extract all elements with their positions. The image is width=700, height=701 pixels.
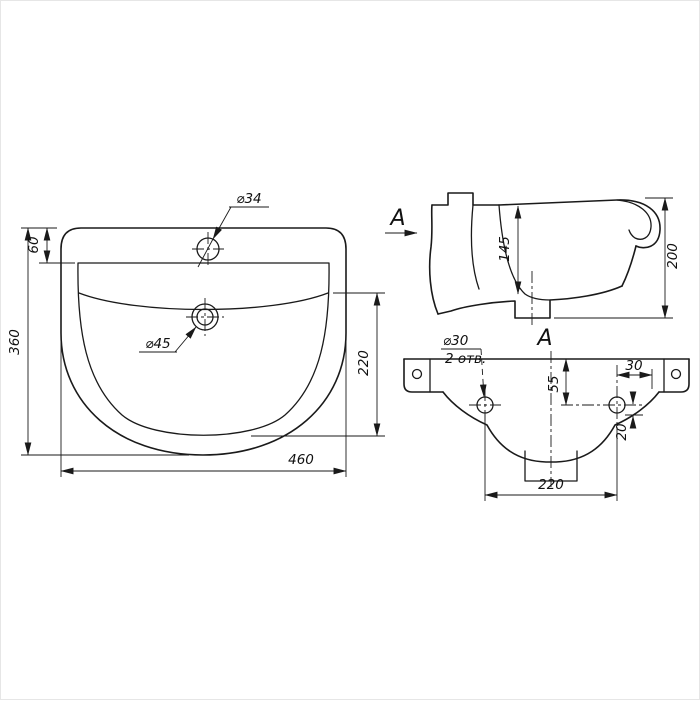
drain-dia-leader [174,326,197,353]
hole-bottom-dim-label: 20 [614,423,630,440]
mount-hole-leader [479,348,487,398]
left-tab-screw-hole [411,368,423,380]
faucet-dia-label: ⌀34 [236,191,261,207]
drain-dia-label: ⌀45 [145,336,170,352]
front-view: A ⌀30 2 отв. 55 30 20 [403,326,690,501]
hole-spacing-dim-label: 220 [538,477,564,493]
section-title-label: A [535,326,552,351]
plan-basin-shelf-curve [78,292,329,311]
faucet-dia-leader [212,206,232,240]
plan-outer-outline [60,227,347,456]
right-tab-screw-hole [670,368,682,380]
side-front-apron [621,245,637,287]
width-dim-label: 460 [288,452,314,468]
side-height-label: 200 [665,243,681,269]
mount-hole-qty-label: 2 отв. [445,351,486,367]
front-right-tab-edge [658,358,690,393]
view-direction-label: A [388,206,405,231]
side-back-wall-inner-line [470,204,480,290]
drain-hole-centerlines [186,298,224,336]
side-rim-front-curl [498,199,661,249]
rim-offset-label: 60 [26,236,42,253]
depth-dim-label: 360 [7,329,23,355]
side-view: 145 200 A [385,192,681,328]
side-bottom-and-drain-boss [437,285,623,319]
plan-view: ⌀34 ⌀45 360 60 220 460 [7,191,385,477]
side-back-top-edge [431,192,500,206]
side-back-wall-edge [428,204,439,315]
hole-edge-dim-label: 30 [625,358,642,374]
hole-top-dim-label: 55 [546,375,562,392]
basin-dim-label: 220 [356,350,372,376]
side-inner-height-label: 145 [497,236,513,262]
faucet-dia-leader-through [197,238,214,268]
side-basin-inner-curve [498,204,551,301]
side-inner-rim-curl [616,199,652,240]
plan-inner-rim-outline [77,262,330,436]
mount-hole-dia-label: ⌀30 [443,333,468,349]
front-left-tab-edge [403,358,444,393]
